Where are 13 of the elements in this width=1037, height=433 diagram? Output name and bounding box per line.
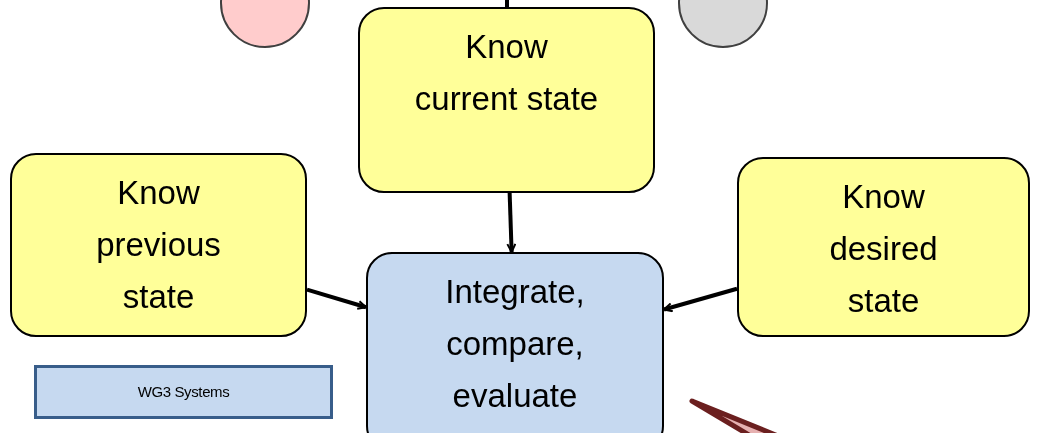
arrow bbox=[306, 287, 367, 310]
box-text: Integrate, compare, evaluate bbox=[444, 272, 586, 416]
state-box bbox=[737, 157, 1030, 337]
box-text: Know current state bbox=[414, 27, 599, 119]
box-text: Know desired state bbox=[828, 177, 939, 321]
arrow bbox=[506, 192, 517, 253]
state-box bbox=[358, 7, 655, 193]
box-text: Know previous state bbox=[95, 173, 222, 317]
state-box bbox=[10, 153, 307, 337]
label-box bbox=[34, 365, 333, 419]
arrow bbox=[663, 286, 738, 313]
process-box bbox=[366, 252, 664, 433]
box-label: WG3 Systems bbox=[137, 381, 230, 402]
